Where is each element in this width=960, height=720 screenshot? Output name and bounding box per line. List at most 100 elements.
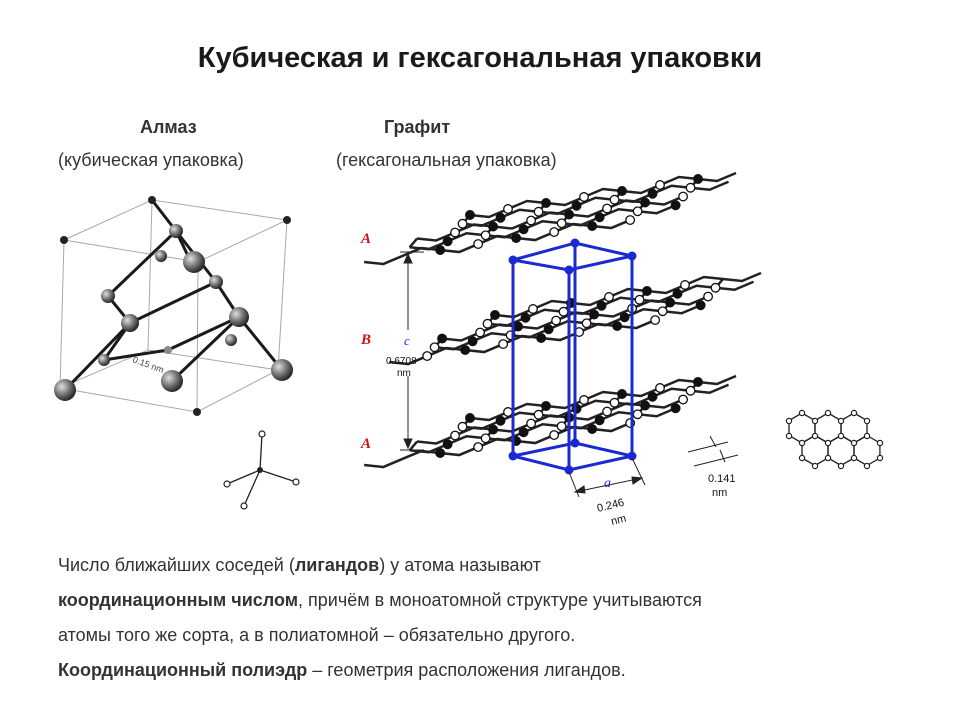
carbon-atom [467, 336, 478, 347]
graphite-heading: Графит [384, 117, 451, 137]
carbon-atom [571, 200, 582, 211]
carbon-atom [647, 188, 658, 199]
carbon-atom [612, 321, 623, 331]
carbon-atom [617, 186, 627, 196]
carbon-atom [480, 230, 491, 241]
carbon-atom [442, 439, 453, 450]
hex-vertex-atom [850, 454, 858, 462]
hexagonal-sheet-icon [785, 409, 884, 470]
carbon-atom [693, 174, 703, 184]
diamond-bond-length: 0.15 nm [131, 354, 165, 375]
carbon-atom [602, 203, 613, 214]
carbon-atom [564, 209, 575, 220]
carbon-atom [642, 286, 652, 296]
carbon-atom [503, 204, 513, 214]
graphene-layer [364, 171, 737, 266]
a-value: 0.246 [596, 497, 626, 515]
hex-vertex-atom [837, 462, 845, 470]
carbon-atom [475, 327, 486, 338]
carbon-atom [693, 377, 703, 387]
layer-label-a-top: A [360, 231, 371, 247]
carbon-atom [442, 236, 453, 247]
carbon-atom [511, 233, 522, 243]
graphene-layer [389, 271, 762, 366]
carbon-atom [549, 227, 560, 237]
c-unit: nm [397, 368, 411, 379]
carbon-atom [596, 300, 607, 311]
a-unit: nm [610, 513, 628, 528]
text-span: Число ближайших соседей ( [58, 555, 295, 575]
carbon-atom [543, 324, 554, 335]
carbon-atom [579, 395, 589, 405]
carbon-atom [520, 312, 531, 323]
tetrahedral-coordination-icon [223, 430, 300, 510]
text-span: атомы того же сорта, а в полиатомной – о… [58, 625, 576, 645]
text-line-2: координационным числом, причём в моноато… [58, 583, 918, 618]
carbon-atom [435, 245, 446, 255]
a-symbol: a [604, 476, 611, 491]
carbon-atom [581, 318, 592, 329]
carbon-atom [429, 342, 440, 353]
diamond-heading: Алмаз [140, 117, 197, 137]
carbon-atom [551, 315, 562, 326]
carbon-atom [437, 333, 448, 344]
hex-vertex-atom [824, 439, 832, 447]
carbon-atom [685, 385, 696, 396]
hex-vertex-atom [824, 454, 832, 462]
carbon-atom [513, 321, 524, 332]
text-span: – геометрия расположения лигандов. [307, 660, 626, 680]
carbon-atom [482, 318, 493, 329]
diamond-packing-label: (кубическая упаковка) [58, 150, 244, 170]
hex-vertex-atom [876, 454, 884, 462]
hex-vertex-atom [798, 454, 806, 462]
carbon-atom [670, 200, 681, 211]
carbon-atom [657, 306, 668, 317]
hex-vertex-atom [850, 439, 858, 447]
carbon-atom [632, 409, 643, 420]
page-title: Кубическая и гексагональная упаковки [197, 42, 763, 74]
carbon-atom [457, 421, 468, 432]
c-dimension-line [400, 251, 424, 451]
carbon-atom [465, 413, 475, 423]
hex-vertex-atom [837, 432, 845, 440]
carbon-atom [533, 206, 544, 217]
carbon-atom [685, 182, 696, 193]
carbon-atom [609, 194, 620, 205]
carbon-atom [609, 397, 620, 408]
hex-vertex-atom [824, 409, 832, 417]
a-dimension-line [568, 457, 646, 498]
carbon-atom [556, 218, 567, 229]
graphene-layer [364, 374, 737, 469]
carbon-atom [647, 391, 658, 402]
hexagonal-unit-cell [511, 241, 634, 472]
carbon-atom [549, 430, 560, 440]
layer-label-b: B [360, 332, 371, 348]
carbon-atom [450, 430, 461, 441]
bond-unit: nm [712, 487, 727, 499]
carbon-atom [465, 210, 475, 220]
carbon-atom [422, 351, 433, 361]
hex-vertex-atom [785, 432, 793, 440]
carbon-atom [533, 409, 544, 420]
c-symbol: c [404, 333, 410, 348]
unit-cell-atoms [508, 238, 637, 475]
carbon-atom [503, 407, 513, 417]
graphene-layers [364, 171, 762, 469]
carbon-atom [619, 312, 630, 323]
carbon-atom [594, 415, 605, 426]
hex-vertex-atom [876, 439, 884, 447]
carbon-atom [678, 394, 689, 405]
carbon-atom [594, 212, 605, 223]
carbon-atom [526, 215, 537, 226]
carbon-atom [541, 401, 551, 411]
carbon-atom [556, 421, 567, 432]
carbon-atom [640, 400, 651, 411]
hex-vertex-atom [850, 409, 858, 417]
carbon-atom [655, 383, 665, 393]
text-line-4: Координационный полиэдр – геометрия расп… [58, 653, 918, 688]
carbon-atom [672, 288, 683, 299]
diamond-atoms [54, 196, 293, 416]
graphite-packing-label: (гексагональная упаковка) [336, 150, 557, 170]
hex-ring [801, 434, 829, 467]
